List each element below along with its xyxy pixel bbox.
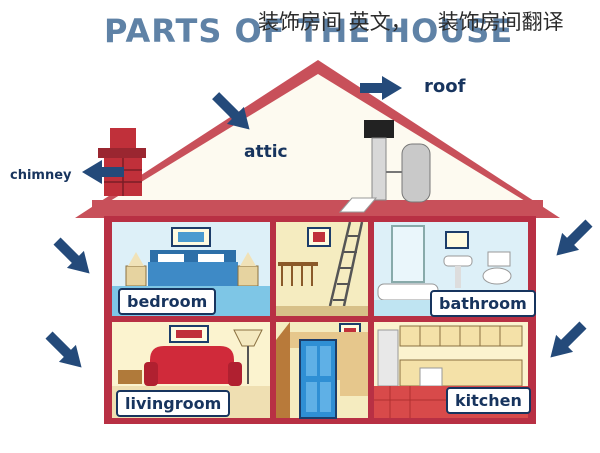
overlay-left: 装饰房间 英文， bbox=[258, 10, 412, 34]
chimney bbox=[98, 128, 146, 196]
attic-contents bbox=[338, 120, 431, 213]
label-livingroom: livingroom bbox=[116, 390, 231, 417]
upper-hall-contents bbox=[276, 221, 368, 316]
bedroom-arrow bbox=[53, 237, 90, 274]
roof-arrow bbox=[360, 76, 402, 100]
roof bbox=[75, 60, 560, 218]
attic-arrow bbox=[212, 92, 250, 130]
label-attic: attic bbox=[244, 142, 288, 162]
chimney-arrow bbox=[82, 160, 124, 184]
label-kitchen: kitchen bbox=[446, 387, 531, 414]
label-bedroom: bedroom bbox=[118, 288, 217, 315]
diagram-title: PARTS OF THE HOUSE bbox=[104, 12, 514, 50]
label-bathroom: bathroom bbox=[430, 290, 536, 317]
lower-hall-contents bbox=[276, 322, 368, 419]
label-roof: roof bbox=[424, 76, 466, 97]
overlay-right: 装饰房间翻译 bbox=[437, 10, 564, 34]
livingroom-arrow bbox=[45, 331, 82, 368]
arrows bbox=[45, 76, 593, 368]
label-chimney: chimney bbox=[10, 168, 72, 183]
kitchen-arrow bbox=[550, 321, 587, 358]
overlay-caption: 装饰房间 英文， 装饰房间翻译 bbox=[258, 6, 564, 36]
bathroom-arrow bbox=[556, 219, 593, 256]
